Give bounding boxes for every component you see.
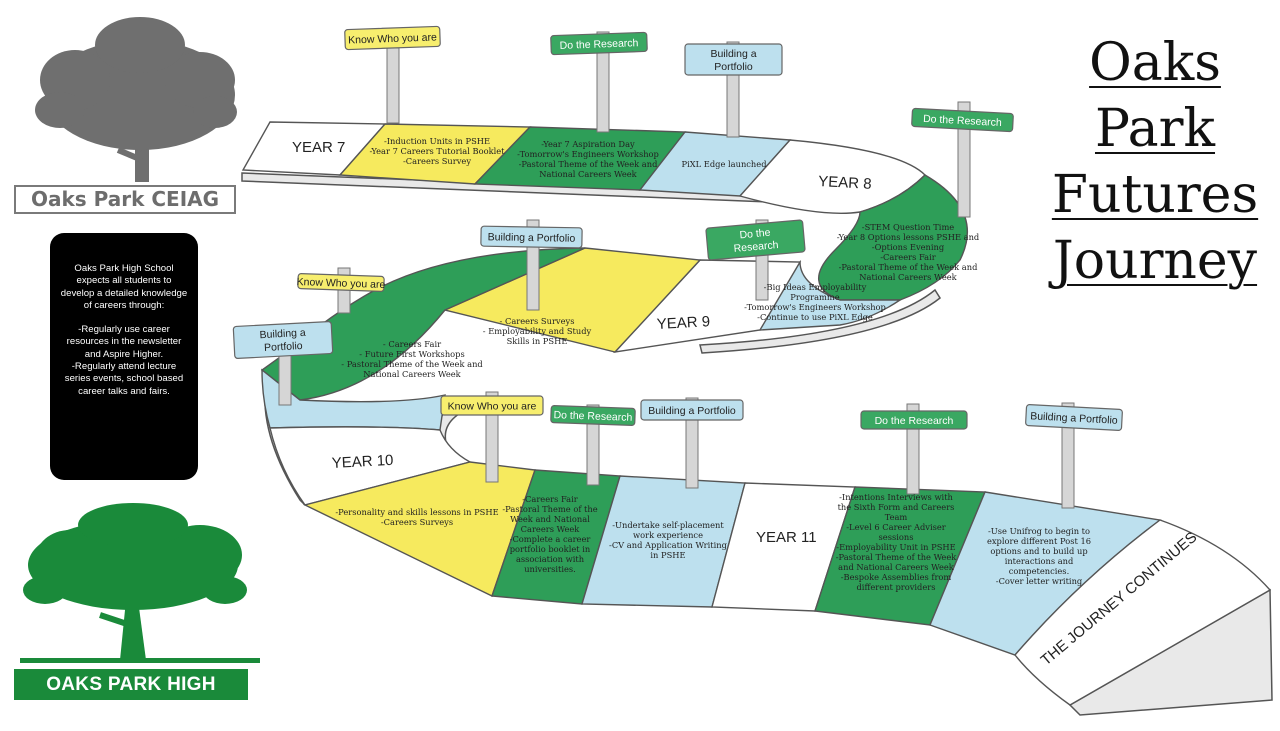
- sign-label: Know Who you are: [448, 401, 537, 413]
- sign-label: Building a: [710, 48, 756, 60]
- title-line-3: Journey: [1052, 231, 1258, 291]
- school-logo-label: OAKS PARK HIGH SCHOOL: [14, 669, 248, 726]
- segment-text: -Personality and skills lessons in PSHE-…: [335, 507, 498, 527]
- segment-year10-label: [269, 426, 472, 506]
- sign-yellow: Know Who you are: [296, 273, 386, 292]
- sign-blue: Building a Portfolio: [640, 399, 744, 421]
- sign-yellow: Know Who you are: [440, 395, 544, 416]
- sign-label: Research: [733, 239, 779, 255]
- ceiag-tree-logo: [35, 17, 237, 182]
- sign-blue: Building a Portfolio: [480, 225, 583, 249]
- segment-text: -STEM Question Time-Year 8 Options lesso…: [837, 222, 980, 282]
- sign-label: Building a Portfolio: [488, 231, 576, 245]
- year-label: YEAR 10: [331, 452, 394, 472]
- sign-label: Portfolio: [264, 340, 303, 354]
- intro-panel: Oaks Park High School expects all studen…: [50, 233, 198, 480]
- segment-text: -Induction Units in PSHE-Year 7 Careers …: [369, 136, 505, 166]
- intro-points: -Regularly use career resources in the n…: [64, 324, 184, 397]
- ceiag-logo-label: Oaks Park CEIAG: [14, 185, 236, 214]
- title-line-2: Futures: [1051, 165, 1259, 225]
- page-title: Oaks Park Futures Journey: [1030, 30, 1280, 294]
- title-line-1: Oaks Park: [1089, 33, 1221, 159]
- sign-label: Do the Research: [923, 113, 1002, 129]
- year-label: YEAR 11: [756, 529, 817, 546]
- segment-text: -Year 7 Aspiration Day-Tomorrow's Engine…: [517, 139, 659, 179]
- sign-label: Building a: [259, 327, 306, 341]
- sign-label: Building a Portfolio: [648, 405, 736, 417]
- segment-7: [260, 247, 586, 401]
- sign-yellow: Know Who you are: [344, 25, 441, 51]
- year-label: YEAR 8: [818, 173, 872, 193]
- sign-green: Do the Research: [860, 410, 968, 430]
- sign-green: Do the Research: [550, 31, 648, 56]
- sign-label: Do the Research: [553, 409, 632, 424]
- sign-blue: Building a Portfolio: [1025, 404, 1123, 431]
- intro-text: Oaks Park High School expects all studen…: [60, 263, 188, 311]
- sign-label: Do the Research: [559, 37, 638, 52]
- segment-journey-end: [1014, 519, 1272, 706]
- year-label: YEAR 9: [656, 313, 710, 333]
- segment-text: - Careers Fair- Future First Workshops- …: [341, 339, 483, 379]
- school-tree-logo: [20, 503, 260, 663]
- sign-label: Portfolio: [714, 61, 753, 73]
- segment-text: - Careers Surveys- Employability and Stu…: [483, 316, 592, 346]
- year-label: YEAR 7: [292, 139, 345, 156]
- sign-label: Do the Research: [875, 415, 954, 427]
- sign-green: Do the Research: [911, 107, 1014, 133]
- sign-label: Know Who you are: [348, 31, 437, 46]
- sign-green: Do the Research: [550, 405, 636, 426]
- segment-4: [818, 174, 969, 301]
- road-lower: [269, 426, 1272, 706]
- road-upper: [241, 121, 969, 431]
- sign-label: Know Who you are: [296, 276, 385, 291]
- sign-label: Building a Portfolio: [1030, 410, 1118, 427]
- sign-label: Do the: [739, 227, 771, 242]
- segment-text: PiXL Edge launched: [681, 159, 767, 169]
